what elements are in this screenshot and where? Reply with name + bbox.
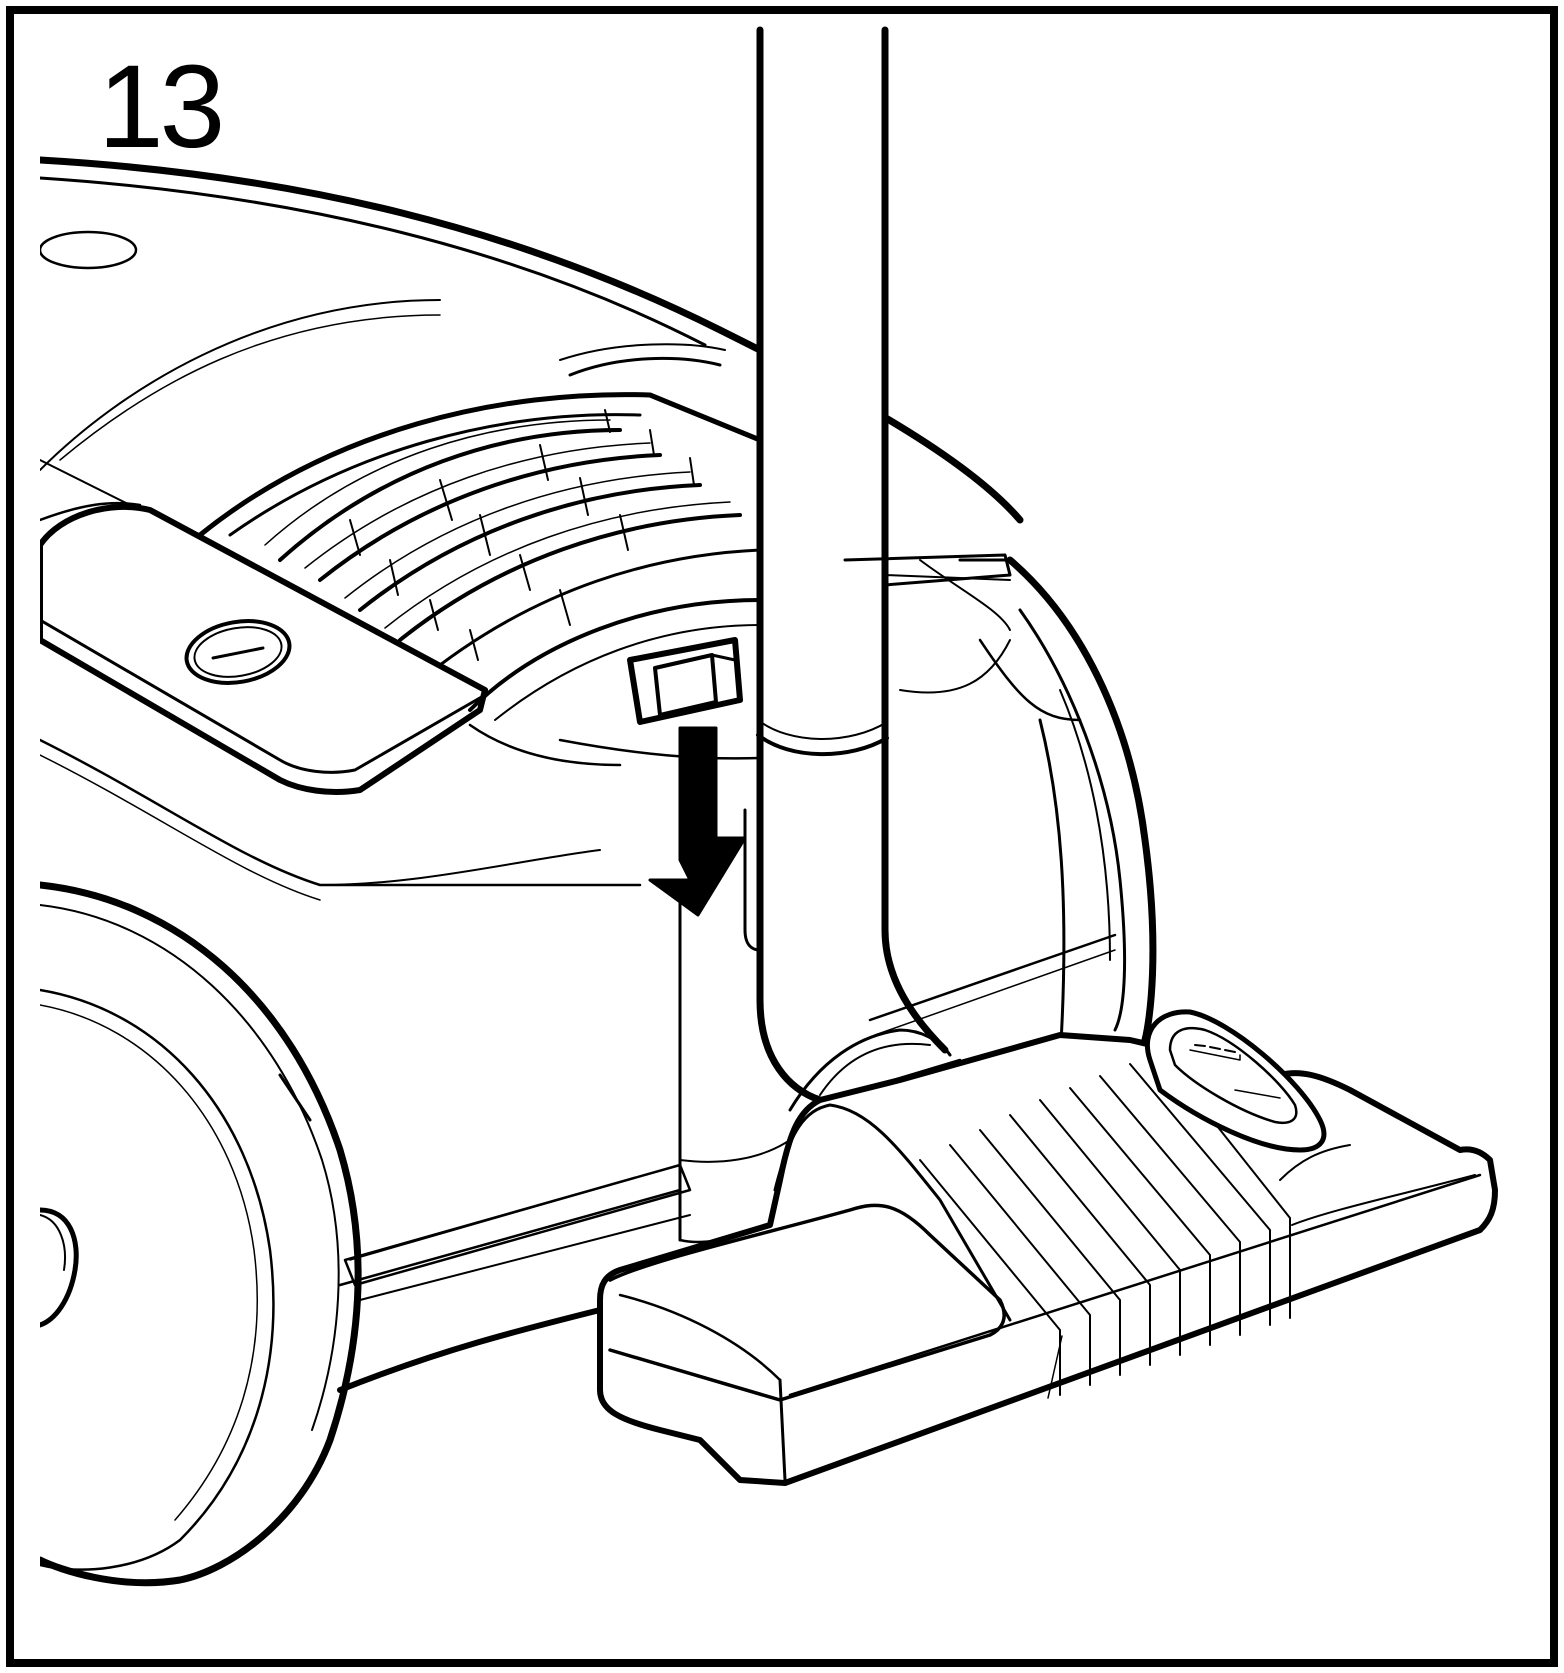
figure-number: 13: [98, 41, 225, 173]
vacuum-body: [40, 156, 1157, 1393]
rear-wheel: [40, 881, 362, 1587]
tube-release-latch: [627, 637, 743, 725]
dust-cover-lid: [40, 501, 488, 795]
floor-nozzle: [597, 1009, 1498, 1486]
suction-tube: [678, 26, 1012, 1244]
arrow-down-icon: [648, 726, 747, 917]
nozzle-pedal-switch: [1144, 1009, 1327, 1153]
exhaust-grille: [197, 392, 763, 721]
